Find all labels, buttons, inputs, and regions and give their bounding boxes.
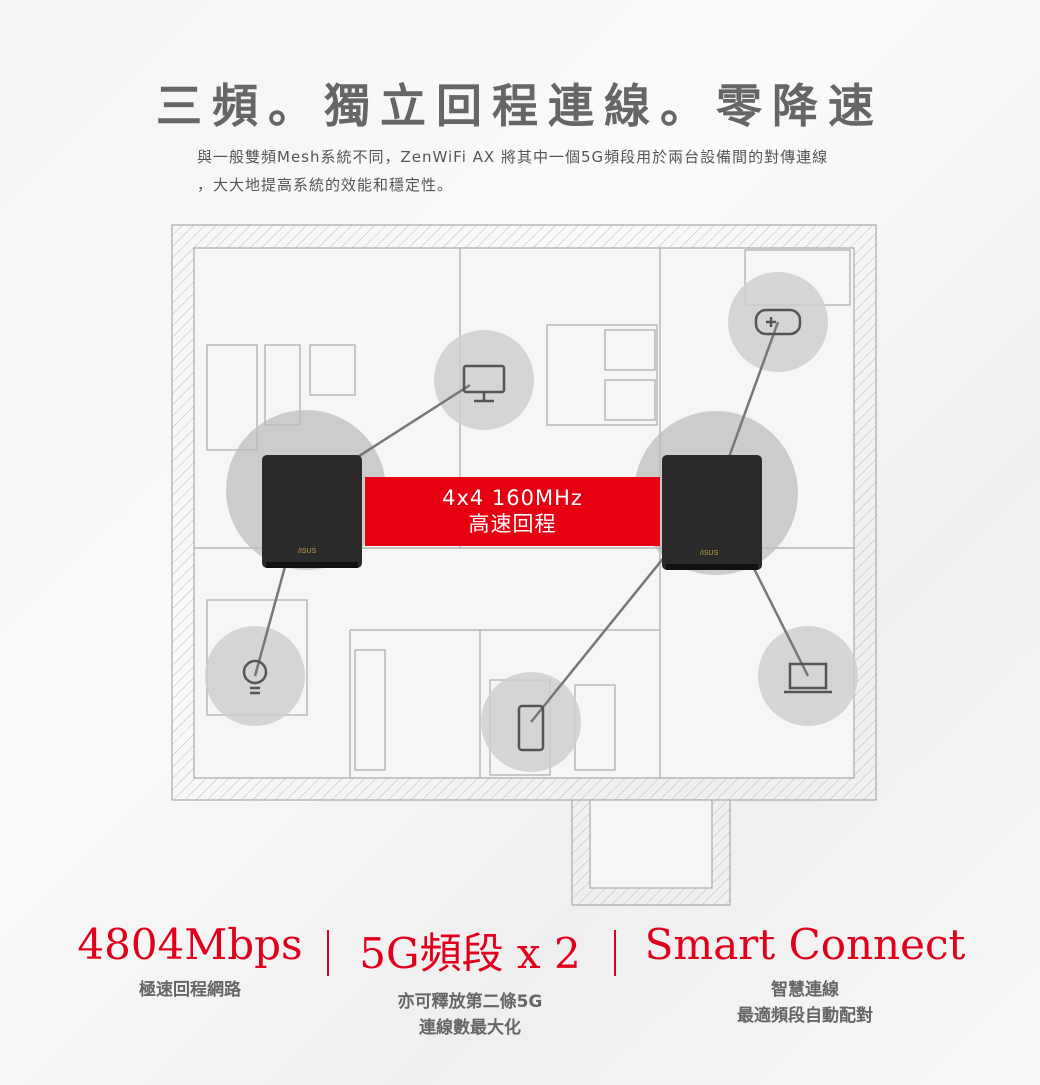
description: 與一般雙頻Mesh系統不同，ZenWiFi AX 將其中一個5G頻段用於兩台設備… [197,143,917,199]
stat-caption: 連線數最大化 [419,1018,521,1038]
divider [614,930,616,976]
router-logo: /ISUS [700,550,719,557]
stat-backhaul-speed: 4804Mbps 極速回程網路 [70,920,310,1003]
laptop-icon [784,662,832,694]
stat-caption: 智慧連線 [771,980,839,1000]
monitor-device-circle [434,330,534,430]
router-right: /ISUS [662,455,762,570]
monitor-icon [462,364,506,403]
divider [327,930,329,976]
banner-line-1: 4x4 160MHz [442,486,583,510]
gamepad-icon [754,308,802,336]
backhaul-banner: 4x4 160MHz 高速回程 [365,477,660,546]
router-logo: /ISUS [298,548,317,555]
banner-line-2: 高速回程 [468,512,557,536]
description-line-1: 與一般雙頻Mesh系統不同，ZenWiFi AX 將其中一個5G頻段用於兩台設備… [197,148,829,166]
lightbulb-icon [242,659,268,695]
stat-caption: 極速回程網路 [139,980,241,1000]
router-left: /ISUS [262,455,362,568]
stat-smart-connect: Smart Connect 智慧連線最適頻段自動配對 [640,920,970,1029]
phone-icon [517,704,545,752]
stat-value: 4804Mbps [77,920,303,969]
stat-value: Smart Connect [644,920,966,969]
description-line-2: ，大大地提高系統的效能和穩定性。 [197,176,454,194]
page-title: 三頻。獨立回程連線。零降速 [156,79,884,133]
stat-caption: 最適頻段自動配對 [737,1006,873,1026]
stat-dual-5g: 5G頻段 x 2 亦可釋放第二條5G 連線數最大化 [345,920,595,1041]
stat-value: 5G頻段 x 2 [359,929,581,978]
stat-caption: 亦可釋放第二條5G [397,992,543,1012]
